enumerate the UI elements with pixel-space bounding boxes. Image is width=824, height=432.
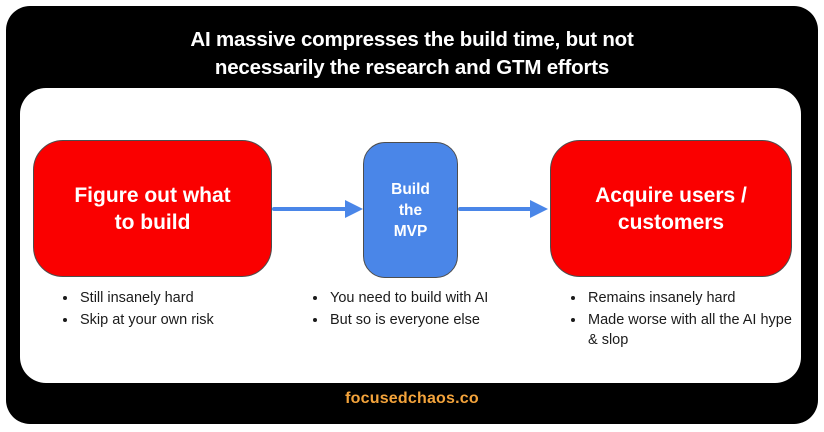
- flow-arrowhead-icon: [345, 200, 363, 218]
- notes-figure-out-what-to-build: Still insanely hard Skip at your own ris…: [60, 288, 288, 332]
- note-item: Made worse with all the AI hype & slop: [586, 310, 800, 350]
- step-box-acquire-users-customers: Acquire users / customers: [550, 140, 792, 277]
- site-label: focusedchaos.co: [345, 390, 479, 407]
- step-label-line: MVP: [393, 222, 428, 240]
- step-label-line: Acquire users /: [595, 183, 747, 207]
- flow-panel: Figure out what to build Build the MVP A…: [20, 88, 801, 383]
- step-box-figure-out-what-to-build: Figure out what to build: [33, 140, 272, 277]
- note-item: You need to build with AI: [328, 288, 553, 308]
- step-label-line: customers: [617, 210, 725, 234]
- note-item: Still insanely hard: [78, 288, 288, 308]
- title-line-2: necessarily the research and GTM efforts: [214, 56, 610, 79]
- notes-build-the-mvp: You need to build with AI But so is ever…: [310, 288, 553, 332]
- flow-arrow-line-icon: [272, 207, 347, 211]
- notes-acquire-users-customers: Remains insanely hard Made worse with al…: [568, 288, 800, 352]
- step-label-line: Build: [391, 180, 430, 198]
- note-item: Skip at your own risk: [78, 310, 288, 330]
- step-box-build-the-mvp: Build the MVP: [363, 142, 458, 278]
- note-item: Remains insanely hard: [586, 288, 800, 308]
- step-label-line: the: [398, 201, 423, 219]
- step-label-line: Figure out what: [74, 183, 231, 207]
- title-line-1: AI massive compresses the build time, bu…: [190, 28, 634, 51]
- note-item: But so is everyone else: [328, 310, 553, 330]
- black-card: AI massive compresses the build time, bu…: [6, 6, 818, 424]
- flow-arrow-line-icon: [458, 207, 532, 211]
- step-label-line: to build: [114, 210, 191, 234]
- page-title: AI massive compresses the build time, bu…: [6, 26, 818, 82]
- flow-arrowhead-icon: [530, 200, 548, 218]
